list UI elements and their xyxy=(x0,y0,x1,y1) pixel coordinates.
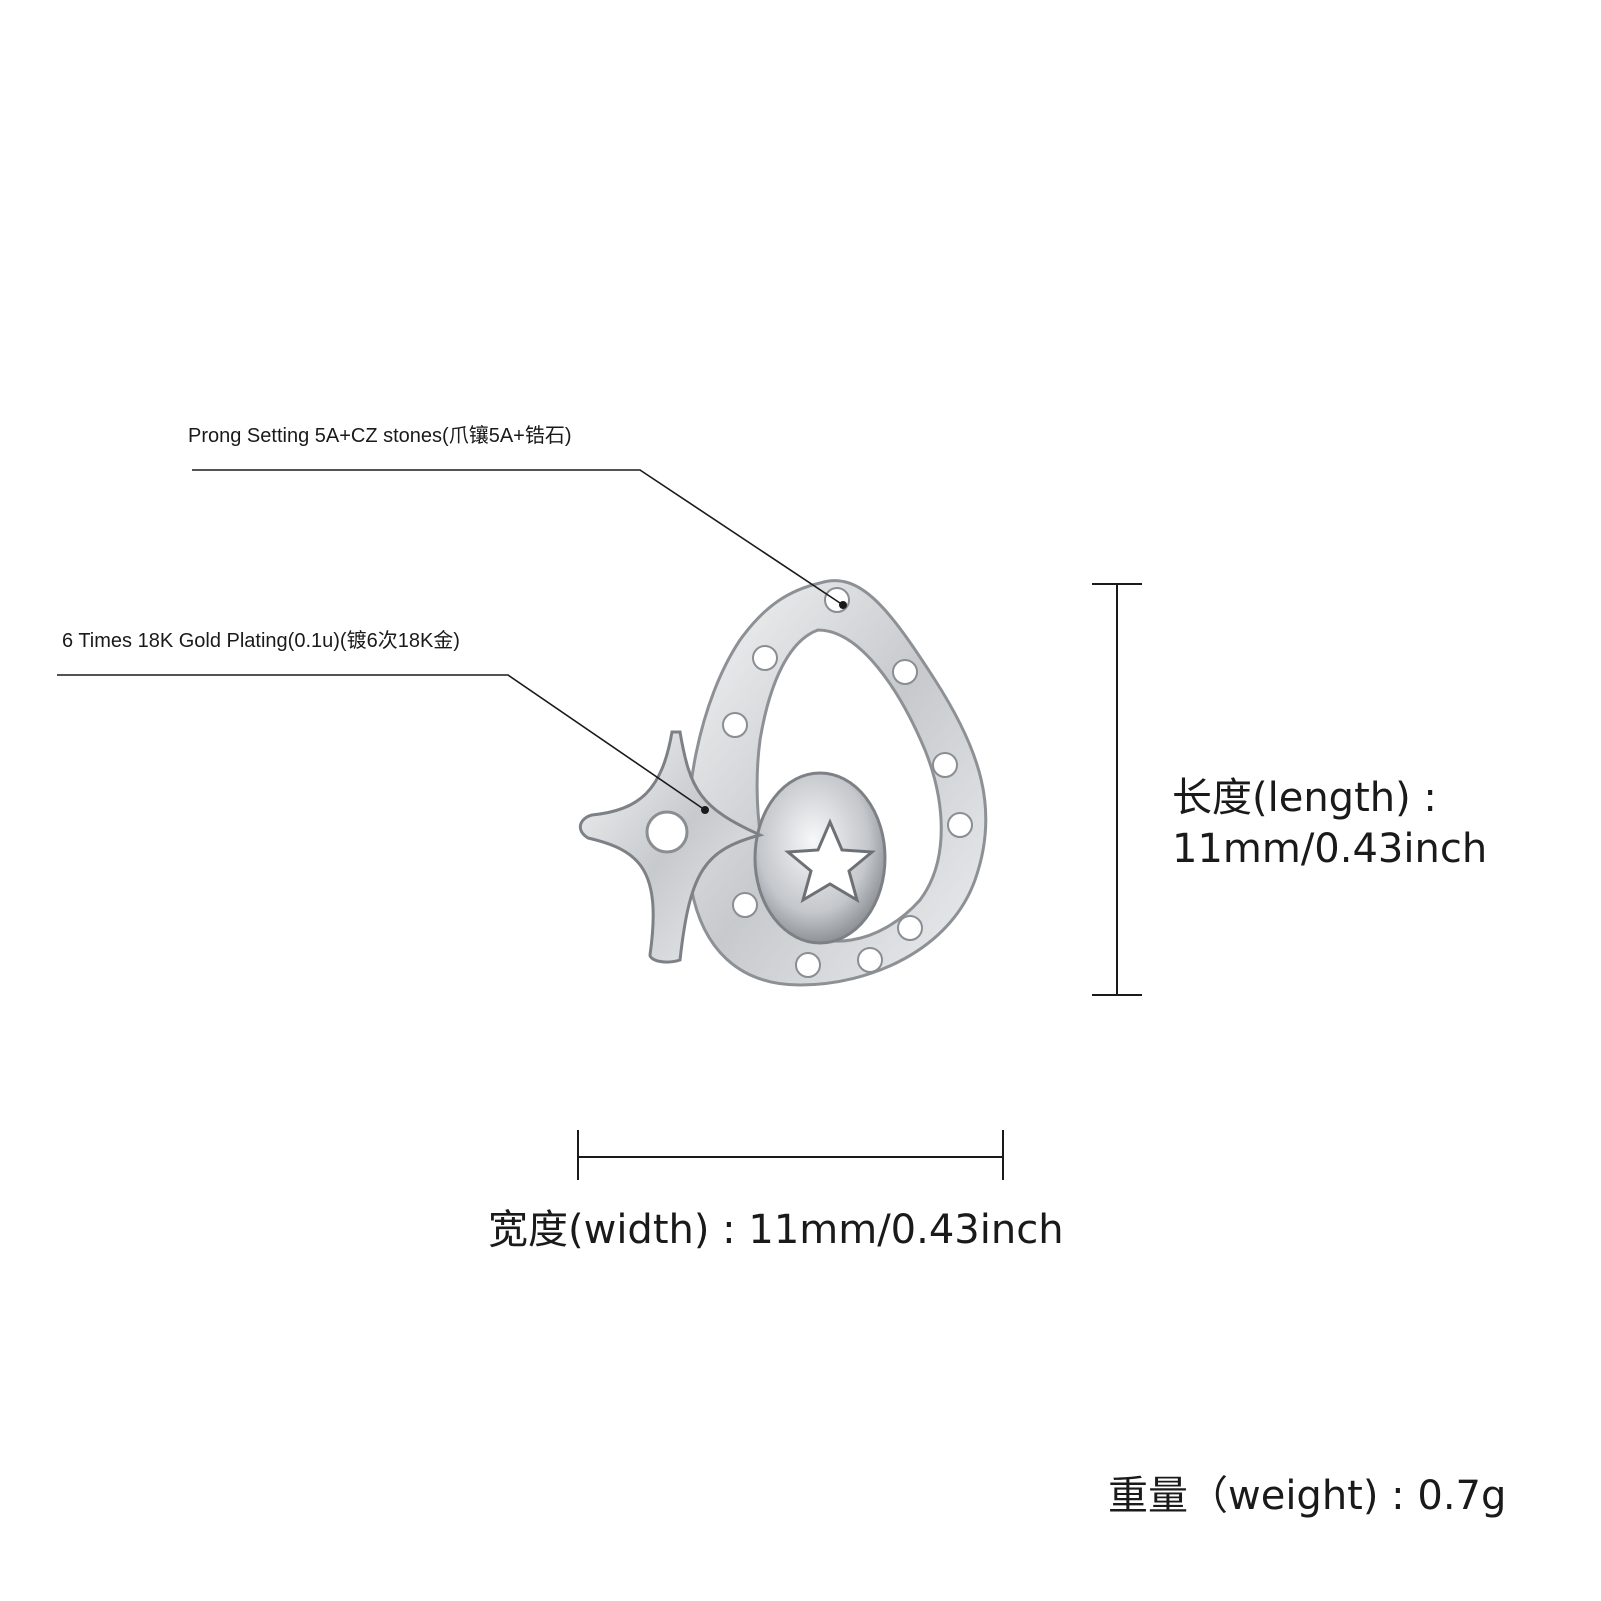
plating-leader-dot xyxy=(701,806,709,814)
earring-image xyxy=(578,579,988,987)
length-dimension xyxy=(1092,583,1142,996)
prong-setting-label: Prong Setting 5A+CZ stones(爪镶5A+锆石) xyxy=(188,425,572,447)
plating-leader-line xyxy=(57,674,706,811)
stone xyxy=(897,915,923,941)
prong-leader-dot xyxy=(839,601,847,609)
width-label: 宽度(width) : 11mm/0.43inch xyxy=(488,1207,1064,1253)
length-value: 11mm/0.43inch xyxy=(1172,826,1488,872)
center-stone xyxy=(645,810,689,854)
star-cutout xyxy=(784,818,876,904)
gold-plating-label: 6 Times 18K Gold Plating(0.1u)(镀6次18K金) xyxy=(62,630,460,652)
stone xyxy=(795,952,821,978)
weight-label: 重量（weight) : 0.7g xyxy=(1108,1473,1507,1519)
stone xyxy=(947,812,973,838)
stone xyxy=(824,587,850,613)
length-label: 长度(length) : xyxy=(1172,775,1437,821)
stone xyxy=(722,712,748,738)
prong-leader-line xyxy=(192,469,844,606)
stone xyxy=(857,947,883,973)
stone xyxy=(892,659,918,685)
stone xyxy=(932,752,958,778)
width-dimension xyxy=(577,1130,1004,1180)
stone xyxy=(752,645,778,671)
stone xyxy=(732,892,758,918)
